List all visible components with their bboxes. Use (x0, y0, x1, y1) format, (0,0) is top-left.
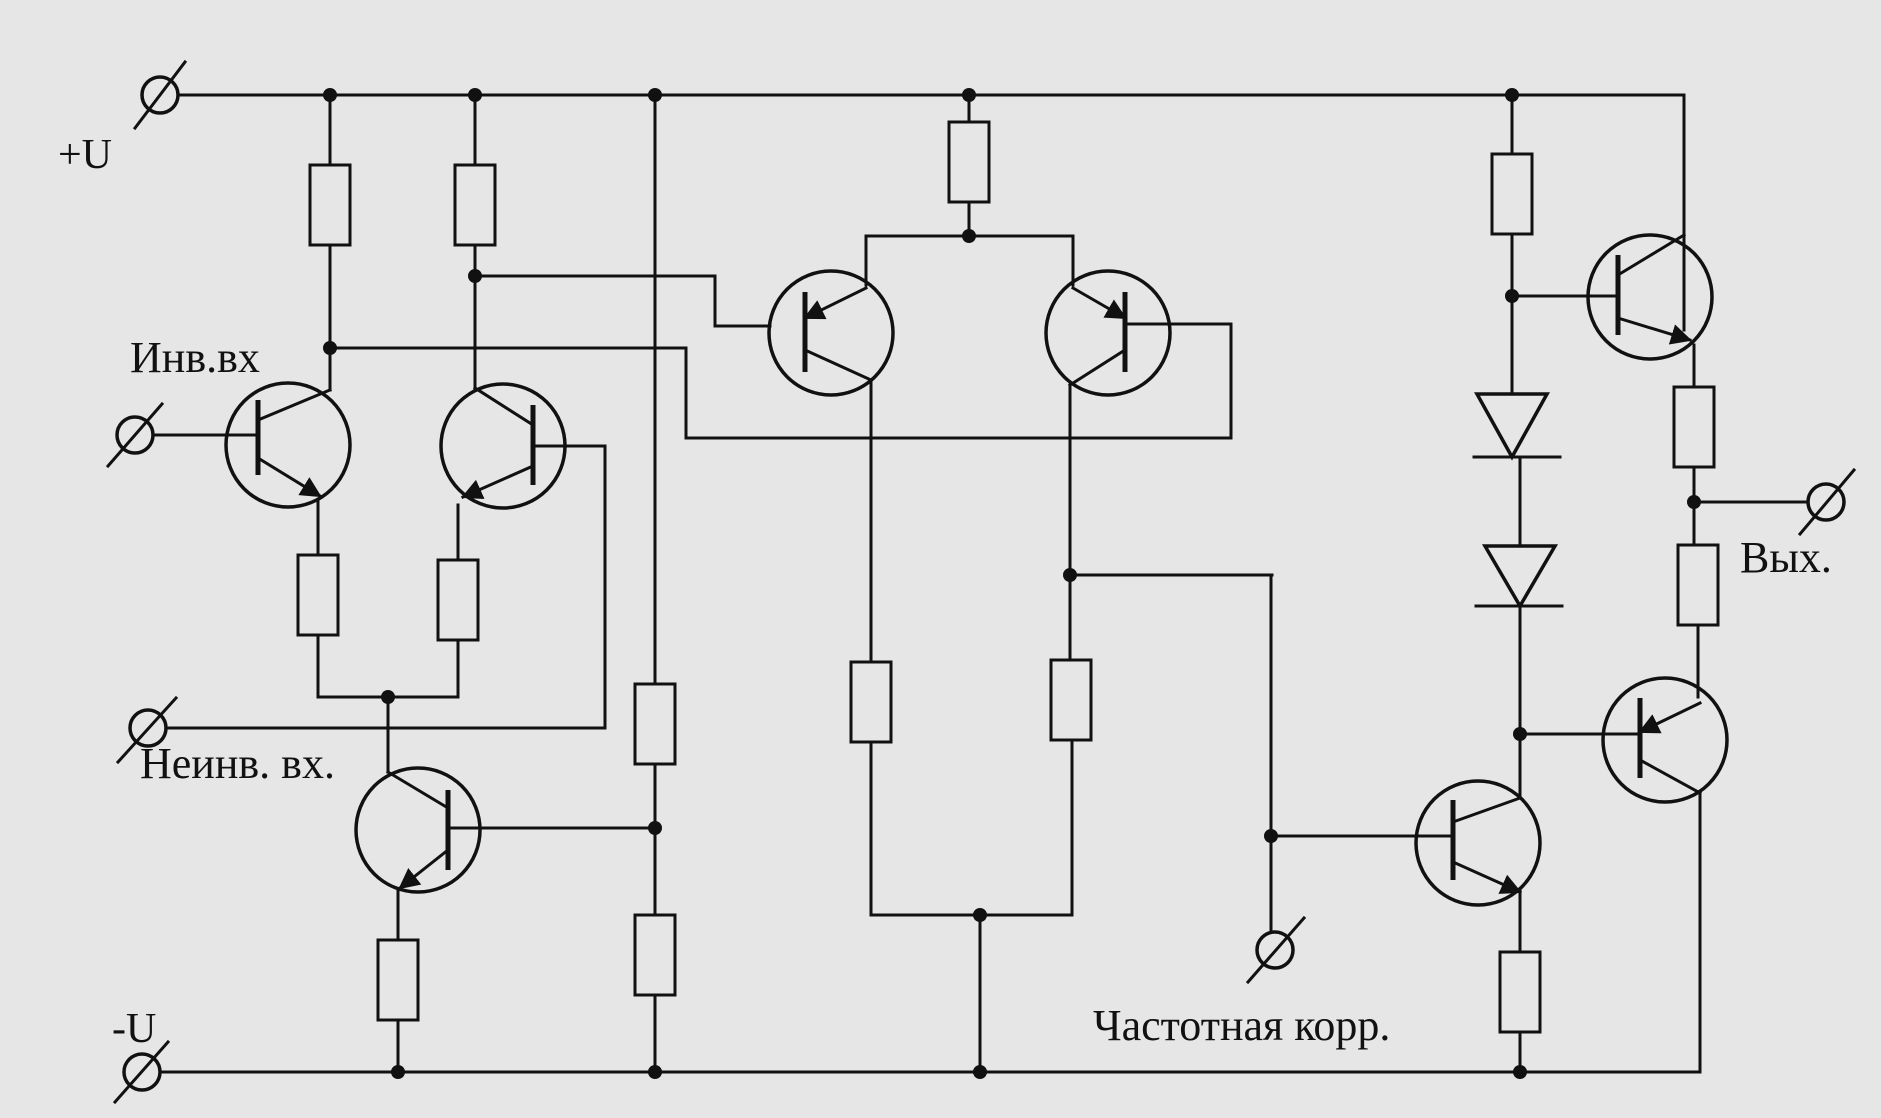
label-frequency-compensation: Частотная корр. (1093, 1001, 1390, 1050)
resistor-r12 (1672, 385, 1716, 469)
terminal-frequency-compensation[interactable] (1245, 573, 1307, 985)
resistor-r11 (1490, 152, 1534, 236)
resistor-r5 (376, 938, 420, 1022)
transistor-q3 (354, 766, 482, 894)
label-non-inverting-input: Неинв. вх. (140, 739, 335, 788)
resistor-r4 (436, 558, 480, 642)
terminal-plus-u[interactable] (132, 59, 188, 131)
resistor-r7 (633, 913, 677, 997)
transistor-q6 (1586, 232, 1714, 361)
label-minus-u: -U (112, 1006, 156, 1052)
transistor-q2 (439, 382, 567, 510)
junction-dots (323, 88, 1701, 1079)
resistor-r14 (1498, 950, 1542, 1034)
label-plus-u: +U (58, 132, 112, 178)
diode-d2 (1474, 544, 1564, 610)
current-source-wiring (396, 826, 657, 1074)
terminal-non-inverting-input[interactable] (115, 444, 607, 765)
negative-supply-rail (173, 791, 1702, 1074)
label-output: Вых. (1740, 533, 1832, 582)
terminal-output[interactable] (1696, 467, 1857, 537)
terminal-minus-u[interactable] (112, 1039, 177, 1105)
second-stage-wiring (864, 93, 1273, 1074)
resistor-r10 (1049, 658, 1093, 742)
transistor-q8 (1414, 779, 1542, 907)
transistor-q7 (1601, 676, 1729, 804)
label-inverting-input: Инв.вх (130, 333, 260, 382)
resistor-r13 (1676, 543, 1720, 627)
resistor-r1 (308, 163, 352, 247)
transistor-q1 (224, 381, 352, 509)
diode-d1 (1472, 392, 1562, 461)
transistor-q5 (1044, 269, 1172, 397)
resistor-r6 (633, 682, 677, 766)
transistor-q4 (767, 269, 895, 397)
resistor-r3 (296, 553, 340, 637)
terminal-inverting-input[interactable] (105, 401, 242, 469)
resistor-r8 (947, 120, 991, 204)
resistor-r9 (849, 660, 893, 744)
output-stage-wiring (1269, 93, 1700, 1074)
resistor-r2 (453, 163, 497, 247)
positive-supply-rail (178, 93, 1686, 332)
